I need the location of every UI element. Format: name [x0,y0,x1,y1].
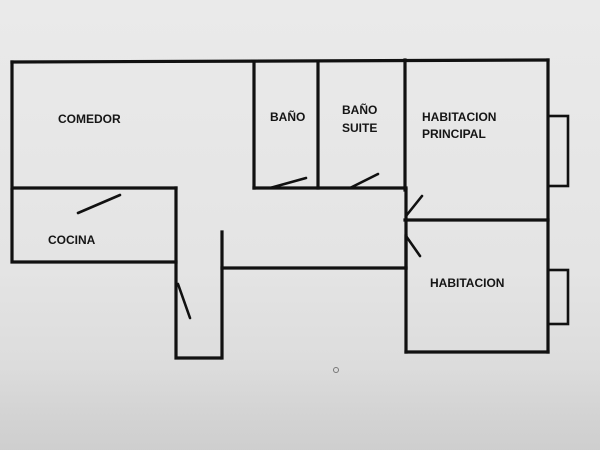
label-cocina: COCINA [48,233,96,247]
wall-cocina [10,188,178,264]
label-comedor: COMEDOR [58,112,121,126]
door-bano [268,176,308,190]
label-bano-suite-line1: BAÑO [342,102,377,117]
door-principal [404,194,424,218]
door-cocina [76,193,122,215]
wall-comedor-left [10,60,178,190]
window-habitacion [546,268,570,326]
label-principal-line2: PRINCIPAL [422,127,486,141]
windows [546,114,570,326]
screen-reflection [0,366,600,450]
wall-hall-left [174,186,222,360]
label-habitacion: HABITACION [430,276,504,290]
label-principal-line1: HABITACION [422,110,496,124]
screen-dot [333,367,339,373]
walls [10,58,550,360]
label-bano-suite-line2: SUITE [342,121,377,135]
room-labels: COMEDOR BAÑO BAÑO SUITE HABITACION PRINC… [48,102,504,290]
window-principal [546,114,570,188]
doors [76,172,424,320]
door-habitacion [404,234,422,258]
label-bano: BAÑO [270,109,305,124]
wall-top [10,58,550,64]
door-bano-suite [348,172,380,190]
door-hall [176,282,192,320]
